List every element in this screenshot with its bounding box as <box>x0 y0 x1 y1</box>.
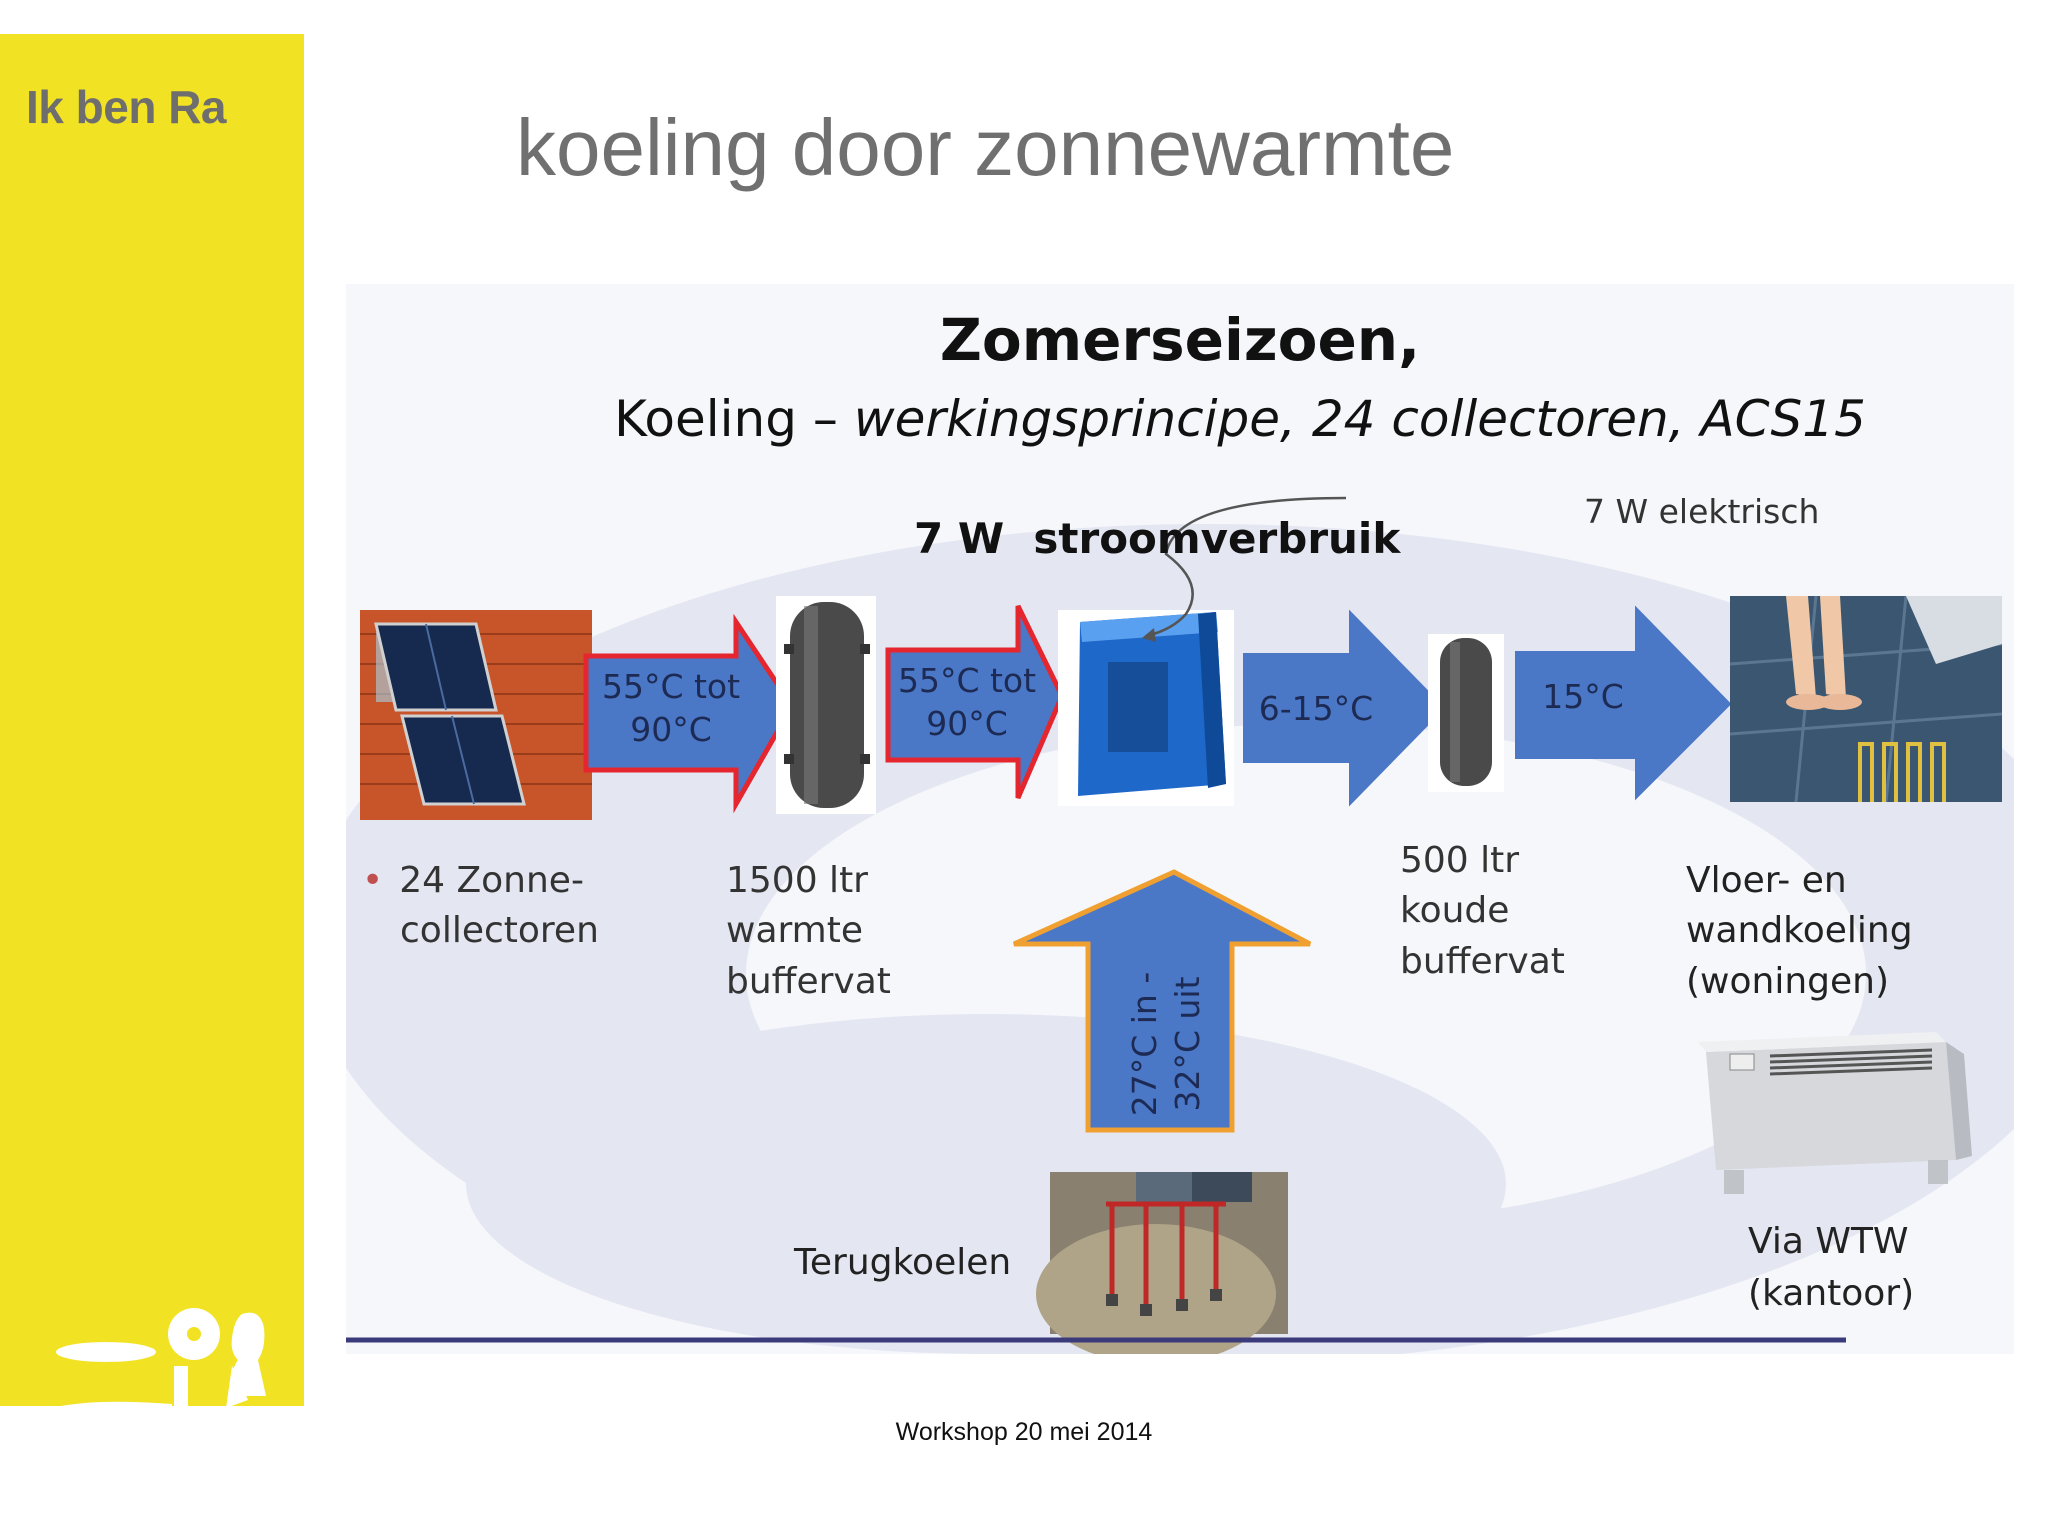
arrow-2-line-2: 90°C <box>926 703 1008 743</box>
warm-line-3: buffervat <box>726 960 891 1002</box>
caption-bullet: • <box>362 860 384 901</box>
cold-line-1: 500 ltr <box>1400 840 1520 881</box>
wtw-line-2: (kantoor) <box>1748 1273 1915 1315</box>
floor-line-2: wandkoeling <box>1686 910 1913 952</box>
arrow-3-temperature: 6-15°C <box>1258 689 1374 728</box>
warm-line-2: warmte <box>726 910 864 952</box>
brand-name: Ik ben Ra <box>26 81 227 133</box>
warm-buffer-tank-icon <box>776 596 876 814</box>
return-cooling-arrow <box>1012 869 1312 1133</box>
return-cooling-caption: Terugkoelen <box>794 1242 1012 1283</box>
fan-coil-unit-icon <box>1698 1032 1972 1194</box>
floor-cooling-caption: Vloer- en wandkoeling (woningen) <box>1686 856 1913 1007</box>
cooling-diagram: Zomerseizoen, Koeling – werkingsprincipe… <box>346 284 2014 1354</box>
arrow-4-temperature: 15°C <box>1542 677 1624 716</box>
arrow-2-temperature: 55°C tot 90°C <box>884 660 1050 746</box>
cold-buffer-caption: 500 ltr koude buffervat <box>1400 836 1565 987</box>
subheading-plain: Koeling – <box>614 390 854 448</box>
warm-line-1: 1500 ltr <box>726 860 868 901</box>
season-heading: Zomerseizoen, <box>939 306 1421 374</box>
arrow-1-temperature: 55°C tot 90°C <box>588 666 754 752</box>
arrow-1-line-2: 90°C <box>630 709 712 749</box>
electric-label: 7 W elektrisch <box>1584 492 1820 531</box>
absorption-chiller-icon <box>1058 610 1234 806</box>
sidebar: Ik ben Ra <box>0 34 304 1418</box>
ground-loop-icon <box>1036 1172 1288 1354</box>
electric-pointer-arrow <box>1145 496 1347 638</box>
ra-logo-icon <box>52 1308 266 1418</box>
power-consumption-label: 7 W stroomverbruik <box>914 514 1401 563</box>
warm-buffer-caption: 1500 ltr warmte buffervat <box>726 856 891 1007</box>
cold-line-3: buffervat <box>1400 940 1565 982</box>
collectors-line-2: collectoren <box>400 910 599 952</box>
cold-line-2: koude <box>1400 890 1510 932</box>
collectors-line-1: 24 Zonne- <box>399 860 584 901</box>
return-arrow-line-2: 32°C uit <box>1167 976 1207 1112</box>
return-arrow-temperature: 27°C in - 32°C uit <box>1124 894 1207 1194</box>
flow-arrow-2 <box>885 604 1065 799</box>
flow-arrow-4 <box>1515 605 1732 801</box>
arrow-2-line-1: 55°C tot <box>897 661 1037 700</box>
wtw-line-1: Via WTW <box>1748 1221 1909 1262</box>
diagram-subheading: Koeling – werkingsprincipe, 24 collector… <box>346 390 2014 448</box>
collectors-caption: • 24 Zonne- collectoren <box>362 856 599 957</box>
flow-arrow-3 <box>1243 609 1446 807</box>
floor-line-1: Vloer- en <box>1686 860 1847 901</box>
return-arrow-line-1: 27°C in - <box>1125 971 1164 1117</box>
arrow-1-line-1: 55°C tot <box>601 667 741 706</box>
wtw-caption: Via WTW (kantoor) <box>1748 1216 1914 1320</box>
solar-collectors-icon <box>360 610 592 820</box>
floor-cooling-photo <box>1729 595 2003 803</box>
footer-text: Workshop 20 mei 2014 <box>895 1418 1153 1446</box>
cold-buffer-tank-icon <box>1428 634 1504 792</box>
slide-title: koeling door zonnewarmte <box>516 103 1455 192</box>
flow-arrow-1 <box>583 613 795 814</box>
diagram-graphics <box>346 496 2014 1354</box>
subheading-italic: werkingsprincipe, 24 collectoren, ACS15 <box>853 390 1866 448</box>
floor-line-3: (woningen) <box>1686 960 1890 1002</box>
